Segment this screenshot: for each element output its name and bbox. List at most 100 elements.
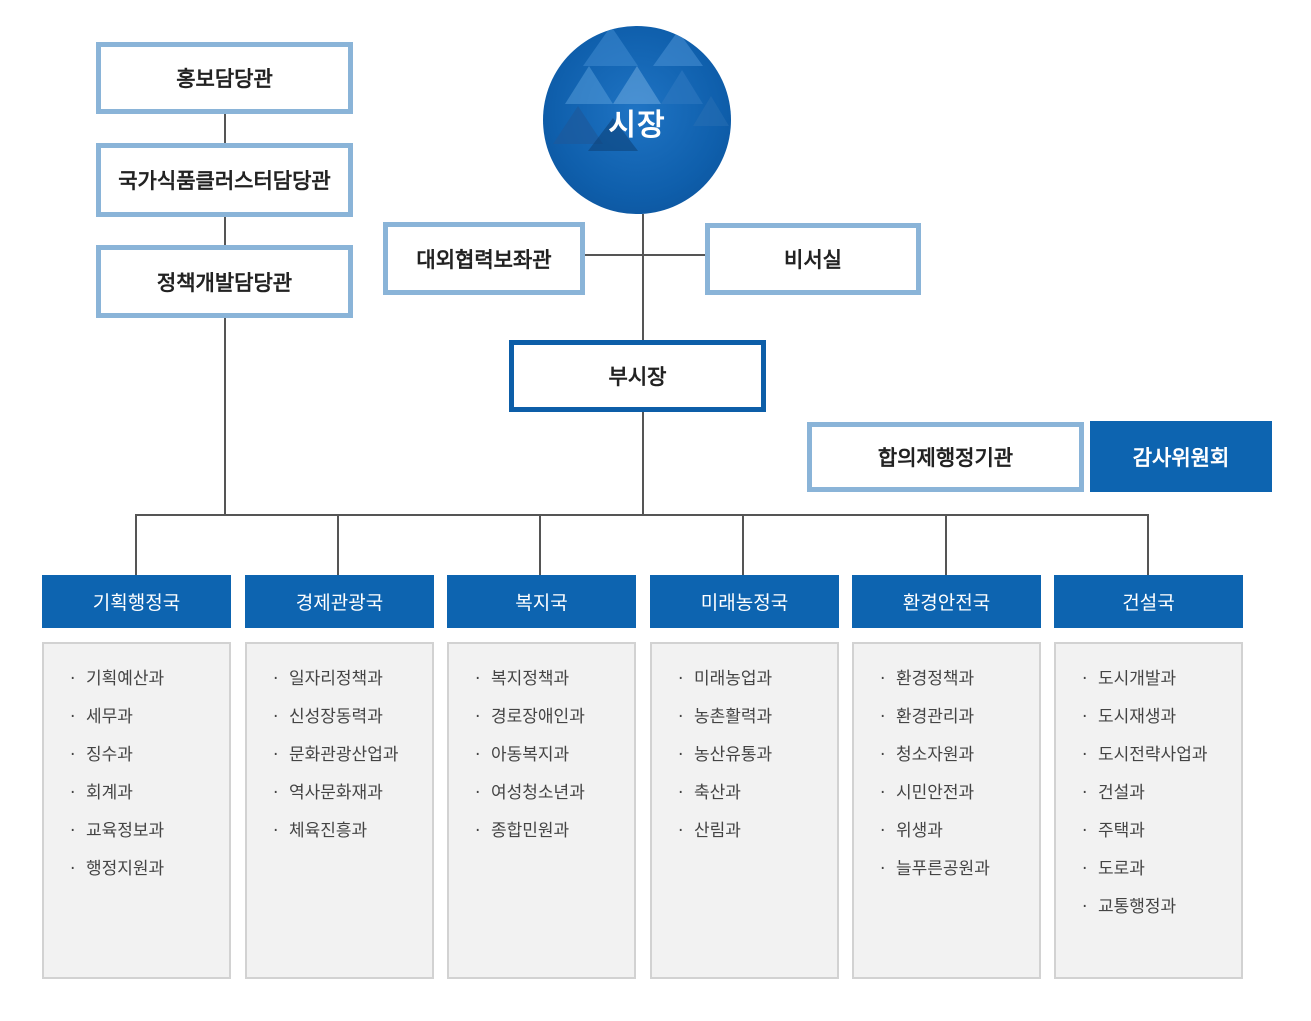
bureau-welfare-label: 복지국 bbox=[515, 592, 568, 614]
division-item[interactable]: ·미래농업과 bbox=[678, 664, 837, 702]
division-item[interactable]: ·농산유통과 bbox=[678, 740, 837, 778]
secretary-label: 비서실 bbox=[784, 248, 842, 272]
council-agency-box[interactable]: 합의제행정기관 bbox=[807, 422, 1084, 492]
division-item[interactable]: ·시민안전과 bbox=[880, 778, 1039, 816]
secretary-box[interactable]: 비서실 bbox=[705, 223, 921, 295]
bullet-icon: · bbox=[475, 707, 481, 727]
division-item[interactable]: ·환경정책과 bbox=[880, 664, 1039, 702]
bullet-icon: · bbox=[70, 821, 76, 841]
bullet-icon: · bbox=[475, 783, 481, 803]
bureau-planning-admin[interactable]: 기획행정국 bbox=[42, 575, 231, 628]
bullet-icon: · bbox=[70, 783, 76, 803]
divisions-welfare: ·복지정책과 ·경로장애인과 ·아동복지과 ·여성청소년과 ·종합민원과 bbox=[447, 642, 636, 979]
bullet-icon: · bbox=[273, 783, 279, 803]
connector-bureau-3 bbox=[539, 514, 541, 575]
bullet-icon: · bbox=[475, 745, 481, 765]
audit-committee-box[interactable]: 감사위원회 bbox=[1090, 421, 1272, 492]
staff-food-cluster-officer[interactable]: 국가식품클러스터담당관 bbox=[96, 143, 353, 217]
bullet-icon: · bbox=[475, 821, 481, 841]
staff-policy-officer[interactable]: 정책개발담당관 bbox=[96, 245, 353, 318]
bureau-environment-safety[interactable]: 환경안전국 bbox=[852, 575, 1041, 628]
staff-policy-officer-label: 정책개발담당관 bbox=[156, 270, 293, 295]
bullet-icon: · bbox=[678, 745, 684, 765]
connector-aide-secretary bbox=[583, 254, 707, 256]
division-item[interactable]: ·교통행정과 bbox=[1082, 892, 1241, 930]
bullet-icon: · bbox=[1082, 859, 1088, 879]
bureau-welfare[interactable]: 복지국 bbox=[447, 575, 636, 628]
divisions-environment-safety: ·환경정책과 ·환경관리과 ·청소자원과 ·시민안전과 ·위생과 ·늘푸른공원과 bbox=[852, 642, 1041, 979]
bureau-economy-tourism-label: 경제관광국 bbox=[295, 592, 384, 614]
division-item[interactable]: ·체육진흥과 bbox=[273, 816, 432, 854]
division-item[interactable]: ·여성청소년과 bbox=[475, 778, 634, 816]
bullet-icon: · bbox=[273, 745, 279, 765]
division-item[interactable]: ·청소자원과 bbox=[880, 740, 1039, 778]
division-item[interactable]: ·세무과 bbox=[70, 702, 229, 740]
division-item[interactable]: ·축산과 bbox=[678, 778, 837, 816]
bureau-planning-admin-label: 기획행정국 bbox=[92, 592, 181, 614]
division-item[interactable]: ·도시개발과 bbox=[1082, 664, 1241, 702]
bullet-icon: · bbox=[1082, 745, 1088, 765]
division-item[interactable]: ·아동복지과 bbox=[475, 740, 634, 778]
division-item[interactable]: ·복지정책과 bbox=[475, 664, 634, 702]
staff-pr-officer[interactable]: 홍보담당관 bbox=[96, 42, 353, 114]
bullet-icon: · bbox=[880, 707, 886, 727]
staff-pr-officer-label: 홍보담당관 bbox=[176, 67, 273, 91]
aide-label: 대외협력보좌관 bbox=[416, 247, 552, 272]
bullet-icon: · bbox=[1082, 783, 1088, 803]
division-item[interactable]: ·역사문화재과 bbox=[273, 778, 432, 816]
connector-deputy-bureaus bbox=[642, 410, 644, 515]
connector-bureau-1 bbox=[135, 514, 137, 575]
division-item[interactable]: ·늘푸른공원과 bbox=[880, 854, 1039, 892]
audit-committee-label: 감사위원회 bbox=[1132, 445, 1230, 470]
deputy-mayor-box[interactable]: 부시장 bbox=[509, 340, 766, 412]
division-item[interactable]: ·문화관광산업과 bbox=[273, 740, 432, 778]
divisions-future-agriculture: ·미래농업과 ·농촌활력과 ·농산유통과 ·축산과 ·산림과 bbox=[650, 642, 839, 979]
division-item[interactable]: ·징수과 bbox=[70, 740, 229, 778]
bullet-icon: · bbox=[880, 859, 886, 879]
division-item[interactable]: ·교육정보과 bbox=[70, 816, 229, 854]
bullet-icon: · bbox=[1082, 821, 1088, 841]
division-item[interactable]: ·도시재생과 bbox=[1082, 702, 1241, 740]
connector-bureau-2 bbox=[337, 514, 339, 575]
bullet-icon: · bbox=[70, 859, 76, 879]
bullet-icon: · bbox=[880, 669, 886, 689]
division-item[interactable]: ·도시전략사업과 bbox=[1082, 740, 1241, 778]
division-item[interactable]: ·농촌활력과 bbox=[678, 702, 837, 740]
division-item[interactable]: ·종합민원과 bbox=[475, 816, 634, 854]
mayor-node[interactable]: 시장 bbox=[543, 26, 731, 214]
bullet-icon: · bbox=[880, 821, 886, 841]
bullet-icon: · bbox=[273, 821, 279, 841]
division-item[interactable]: ·산림과 bbox=[678, 816, 837, 854]
bullet-icon: · bbox=[1082, 707, 1088, 727]
triangle-pattern-icon bbox=[553, 26, 729, 151]
division-item[interactable]: ·주택과 bbox=[1082, 816, 1241, 854]
bullet-icon: · bbox=[273, 669, 279, 689]
bullet-icon: · bbox=[273, 707, 279, 727]
divisions-planning-admin: ·기획예산과 ·세무과 ·징수과 ·회계과 ·교육정보과 ·행정지원과 bbox=[42, 642, 231, 979]
connector-bureaus-horizontal bbox=[135, 514, 1149, 516]
division-item[interactable]: ·위생과 bbox=[880, 816, 1039, 854]
division-item[interactable]: ·환경관리과 bbox=[880, 702, 1039, 740]
divisions-economy-tourism: ·일자리정책과 ·신성장동력과 ·문화관광산업과 ·역사문화재과 ·체육진흥과 bbox=[245, 642, 434, 979]
bullet-icon: · bbox=[678, 669, 684, 689]
bullet-icon: · bbox=[70, 669, 76, 689]
bureau-construction[interactable]: 건설국 bbox=[1054, 575, 1243, 628]
aide-box[interactable]: 대외협력보좌관 bbox=[383, 222, 585, 295]
division-item[interactable]: ·경로장애인과 bbox=[475, 702, 634, 740]
division-item[interactable]: ·행정지원과 bbox=[70, 854, 229, 892]
bullet-icon: · bbox=[1082, 669, 1088, 689]
divisions-construction: ·도시개발과 ·도시재생과 ·도시전략사업과 ·건설과 ·주택과 ·도로과 ·교… bbox=[1054, 642, 1243, 979]
division-item[interactable]: ·기획예산과 bbox=[70, 664, 229, 702]
bureau-future-agriculture-label: 미래농정국 bbox=[700, 592, 789, 614]
connector-bureau-4 bbox=[742, 514, 744, 575]
bureau-economy-tourism[interactable]: 경제관광국 bbox=[245, 575, 434, 628]
bureau-future-agriculture[interactable]: 미래농정국 bbox=[650, 575, 839, 628]
division-item[interactable]: ·도로과 bbox=[1082, 854, 1241, 892]
bullet-icon: · bbox=[70, 745, 76, 765]
division-item[interactable]: ·회계과 bbox=[70, 778, 229, 816]
staff-food-cluster-officer-label: 국가식품클러스터담당관 bbox=[118, 169, 331, 193]
division-item[interactable]: ·건설과 bbox=[1082, 778, 1241, 816]
division-item[interactable]: ·신성장동력과 bbox=[273, 702, 432, 740]
division-item[interactable]: ·일자리정책과 bbox=[273, 664, 432, 702]
bullet-icon: · bbox=[880, 745, 886, 765]
